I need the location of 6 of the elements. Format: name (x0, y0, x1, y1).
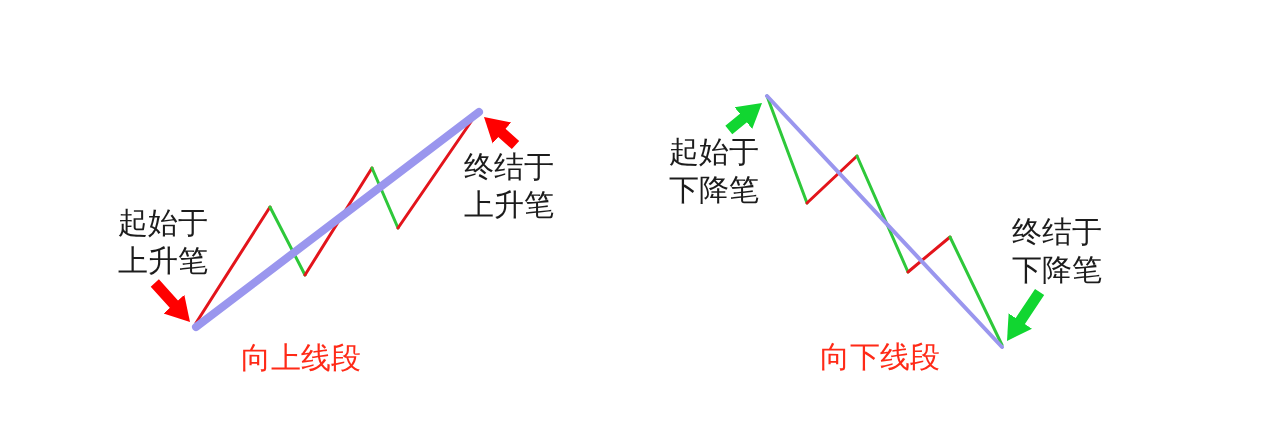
segment-caption: 向上线段 (241, 339, 361, 377)
annotation-text: 起始于上升笔 (118, 204, 210, 280)
annotation-text: 终结于上升笔 (464, 148, 556, 224)
segment-caption: 向下线段 (820, 338, 940, 376)
annotation-text: 终结于下降笔 (1012, 213, 1104, 289)
annotation-text: 起始于下降笔 (669, 133, 761, 209)
